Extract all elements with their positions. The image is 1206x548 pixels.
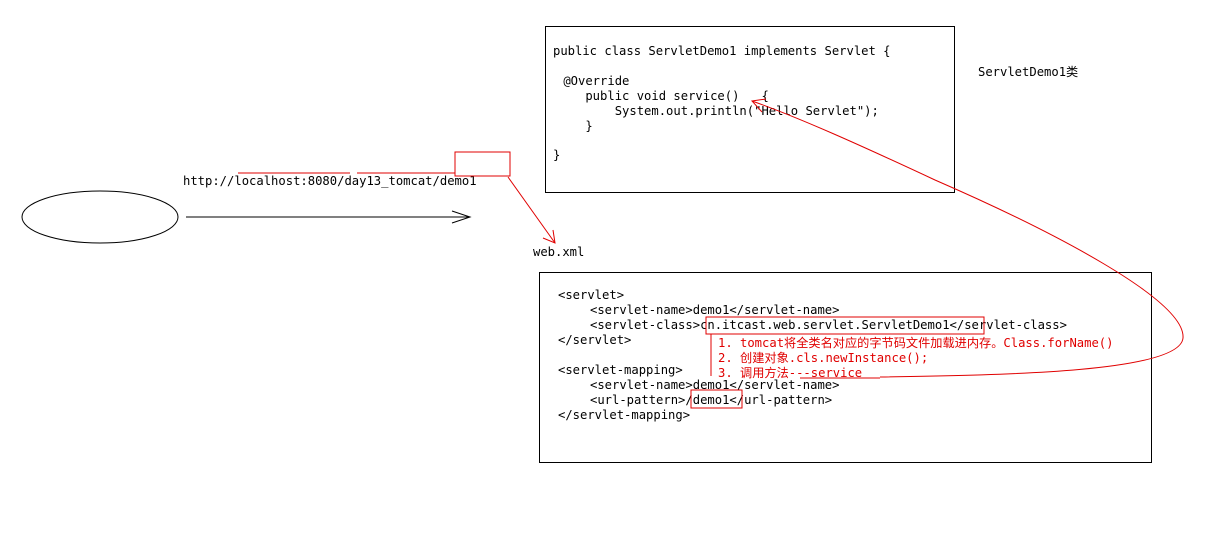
xml-mapping-name-value: demo1 — [692, 378, 730, 392]
web-xml-label: web.xml — [533, 245, 585, 259]
xml-servlet-close: </servlet> — [558, 333, 632, 347]
xml-servlet-open: <servlet> — [558, 288, 625, 302]
xml-servlet-name-value: demo1 — [692, 303, 730, 317]
url-context: day13_tomcat — [344, 174, 433, 188]
url-host: localhost:8080 — [234, 174, 338, 188]
code-line: @Override — [556, 74, 630, 88]
code-line: public void service() { — [556, 89, 769, 103]
xml-mapping-close: </servlet-mapping> — [558, 408, 691, 422]
step-1: 1. tomcat将全类名对应的字节码文件加载进内存。Class.forName… — [718, 336, 1114, 350]
xml-tag: <url-pattern> — [590, 393, 686, 407]
class-label: ServletDemo1类 — [978, 65, 1079, 79]
xml-tag: <servlet-name> — [590, 303, 693, 317]
xml-tag: </url-pattern> — [729, 393, 833, 407]
step-3: 3. 调用方法---service — [718, 366, 863, 380]
code-line: } — [553, 148, 561, 162]
url-sep2: / — [432, 174, 440, 188]
xml-tag: </servlet-name> — [729, 378, 840, 392]
xml-servlet-name-line: <servlet-name>demo1</servlet-name> — [590, 303, 839, 318]
xml-servlet-class-line: <servlet-class>cn.itcast.web.servlet.Ser… — [590, 318, 1067, 333]
xml-url-pattern-line: <url-pattern>/demo1</url-pattern> — [590, 393, 832, 408]
xml-servlet-class-value: cn.itcast.web.servlet.ServletDemo1 — [700, 318, 950, 332]
xml-tag: <servlet-class> — [590, 318, 701, 332]
request-arrow-head — [451, 210, 472, 224]
code-line: System.out.println("Hello Servlet"); — [556, 104, 879, 118]
url-to-webxml-arrowhead — [542, 229, 556, 244]
servlet-code-box: public class ServletDemo1 implements Ser… — [545, 26, 955, 193]
url-prefix: http:// — [183, 174, 235, 188]
request-url: http://localhost:8080/day13_tomcat/demo1 — [183, 159, 477, 189]
url-sep1: / — [337, 174, 345, 188]
code-line: } — [556, 119, 593, 133]
xml-tag: <servlet-name> — [590, 378, 693, 392]
code-line: public class ServletDemo1 implements Ser… — [553, 44, 891, 58]
xml-tag: </servlet-class> — [949, 318, 1067, 332]
xml-url-pattern-value: /demo1 — [685, 393, 730, 407]
step-2: 2. 创建对象.cls.newInstance(); — [718, 351, 929, 365]
client-ellipse — [21, 190, 179, 244]
xml-mapping-open: <servlet-mapping> — [558, 363, 683, 377]
xml-mapping-name-line: <servlet-name>demo1</servlet-name> — [590, 378, 839, 393]
url-resource: demo1 — [439, 174, 477, 188]
xml-tag: </servlet-name> — [729, 303, 840, 317]
